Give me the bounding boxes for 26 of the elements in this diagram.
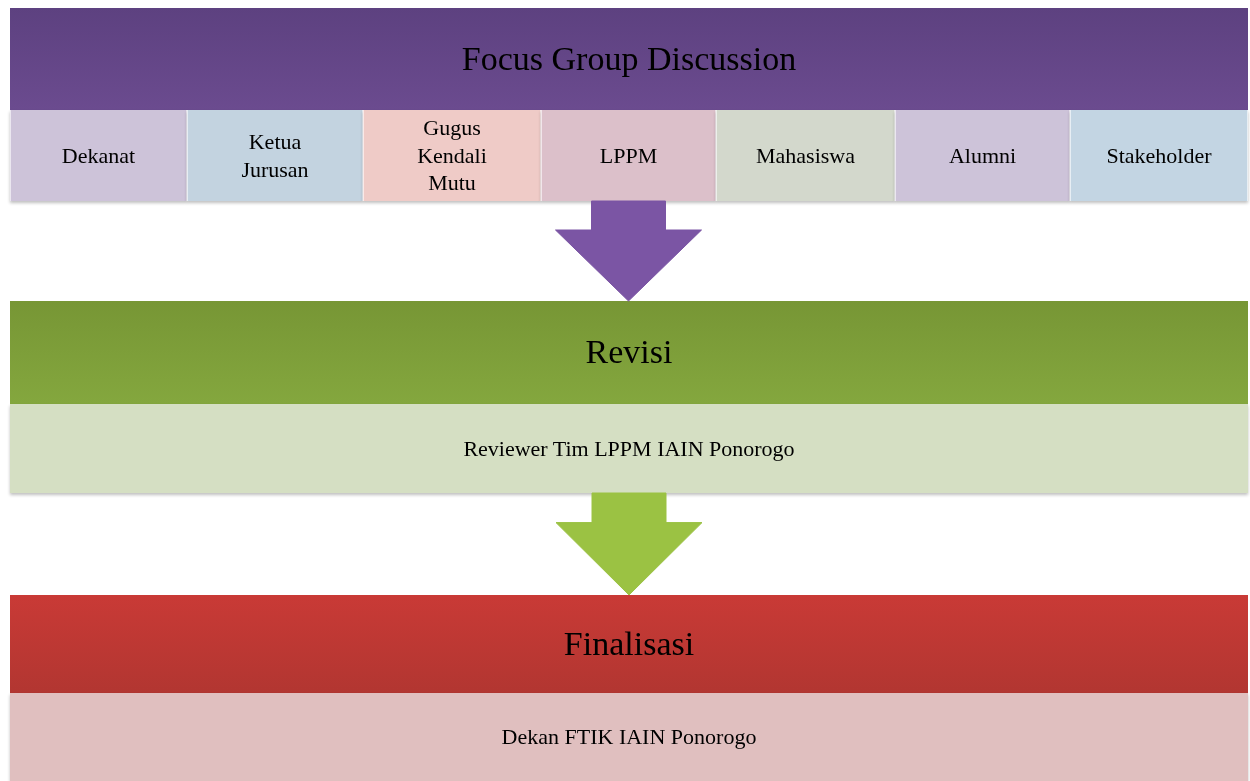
detail-band: [10, 404, 1248, 493]
stage-title: Finalisasi: [563, 623, 695, 664]
stage-text: Mahasiswa: [755, 141, 856, 170]
participant-box: [1070, 110, 1248, 201]
participant-box: [895, 110, 1070, 201]
detail-band: [10, 693, 1248, 781]
stage-text: Ketua Jurusan: [240, 128, 310, 183]
stage-text: Reviewer Tim LPPM IAIN Ponorogo: [463, 434, 795, 463]
stage-text: Dekan FTIK IAIN Ponorogo: [501, 723, 757, 751]
participant-box: [187, 110, 363, 201]
stage-text: LPPM: [598, 141, 659, 170]
stage-text: Stakeholder: [1105, 141, 1213, 170]
block-arrow: [555, 492, 703, 596]
participant-box: [541, 110, 716, 201]
header-band: [10, 301, 1248, 404]
stage-text: Gugus Kendali Mutu: [416, 114, 488, 197]
block-arrow: [555, 200, 702, 302]
stage-title: Focus Group Discussion: [461, 38, 797, 79]
stage-title: Revisi: [585, 332, 673, 373]
header-band: [10, 595, 1248, 693]
header-band: [10, 8, 1248, 110]
participant-box: [363, 110, 541, 201]
stage-text: Dekanat: [60, 141, 137, 170]
participant-box: [10, 110, 187, 201]
stage-text: Alumni: [947, 141, 1018, 170]
participant-box: [716, 110, 895, 201]
